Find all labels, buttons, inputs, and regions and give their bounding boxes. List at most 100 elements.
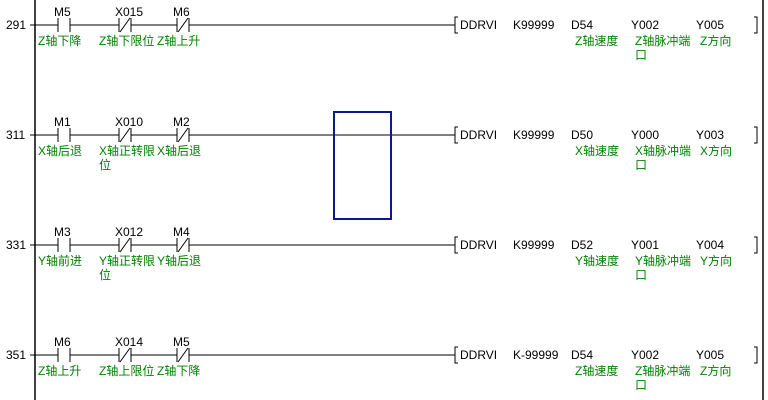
operand-comment: X轴脉冲端 — [635, 143, 691, 158]
contact-device: X010 — [115, 115, 143, 129]
contact-slash — [119, 17, 131, 33]
step-number: 291 — [6, 18, 26, 32]
instruction-operand: Y001 — [631, 238, 659, 252]
contact-device: M2 — [173, 115, 190, 129]
contact-slash — [177, 347, 189, 363]
instruction-operand: D54 — [571, 348, 593, 362]
operand-comment: 口 — [635, 378, 647, 392]
contact-device: M1 — [54, 115, 71, 129]
step-number: 311 — [6, 128, 25, 142]
contact-device: M6 — [173, 5, 190, 19]
contact-comment: X轴后退 — [38, 143, 82, 158]
contact-device: X015 — [115, 5, 143, 19]
contact-device: X014 — [115, 335, 143, 349]
operand-comment: Z轴速度 — [575, 33, 618, 48]
operand-comment: X方向 — [700, 143, 732, 158]
contact-device: M3 — [54, 225, 71, 239]
operand-comment: 口 — [635, 268, 647, 282]
instruction-operand: D52 — [571, 238, 593, 252]
instruction-operand: Y003 — [696, 128, 724, 142]
contact-comment: Z轴下降 — [157, 363, 200, 378]
contact-device: M5 — [54, 5, 71, 19]
instruction-operand: Y005 — [696, 348, 724, 362]
operand-comment: Y轴速度 — [575, 253, 619, 268]
instruction-mnemonic: DDRVI — [460, 128, 497, 142]
close-bracket — [754, 16, 758, 34]
contact-comment: Z轴下降 — [38, 33, 81, 48]
operand-comment: Z方向 — [700, 33, 731, 48]
operand-comment: Y轴脉冲端 — [635, 253, 691, 268]
contact-comment: Z轴上限位 — [99, 363, 154, 378]
instruction-operand: Y004 — [696, 238, 724, 252]
contact-comment: Y轴后退 — [157, 253, 201, 268]
instruction-operand: Y002 — [631, 348, 659, 362]
open-bracket — [454, 346, 458, 364]
contact-slash — [119, 347, 131, 363]
instruction-mnemonic: DDRVI — [460, 238, 497, 252]
close-bracket — [754, 346, 758, 364]
selection-cursor[interactable] — [333, 111, 392, 220]
operand-comment: X轴速度 — [575, 143, 619, 158]
operand-comment: Z方向 — [700, 363, 731, 378]
instruction-operand: Y000 — [631, 128, 659, 142]
contact-comment: Y轴前进 — [38, 253, 82, 268]
instruction-mnemonic: DDRVI — [460, 348, 497, 362]
open-bracket — [454, 236, 458, 254]
contact-comment: X轴后退 — [157, 143, 201, 158]
instruction-mnemonic: DDRVI — [460, 18, 497, 32]
contact-comment: Z轴上升 — [157, 33, 200, 48]
operand-comment: Z轴脉冲端 — [635, 363, 690, 378]
contact-comment: Y轴正转限 — [99, 253, 155, 268]
operand-comment: Z轴速度 — [575, 363, 618, 378]
contact-device: M6 — [54, 335, 71, 349]
operand-comment: 口 — [635, 158, 647, 172]
instruction-operand: D50 — [571, 128, 593, 142]
contact-comment: Z轴下限位 — [99, 33, 154, 48]
instruction-operand: K99999 — [513, 18, 555, 32]
instruction-operand: D54 — [571, 18, 593, 32]
contact-slash — [119, 127, 131, 143]
contact-slash — [177, 17, 189, 33]
contact-comment: Z轴上升 — [38, 363, 81, 378]
contact-comment: 位 — [99, 267, 111, 282]
operand-comment: 口 — [635, 48, 647, 62]
operand-comment: Z轴脉冲端 — [635, 33, 690, 48]
instruction-operand: K99999 — [513, 128, 555, 142]
contact-device: M5 — [173, 335, 190, 349]
contact-slash — [177, 237, 189, 253]
contact-device: M4 — [173, 225, 190, 239]
contact-device: X012 — [115, 225, 143, 239]
instruction-operand: K-99999 — [513, 348, 559, 362]
close-bracket — [754, 126, 758, 144]
instruction-operand: Y005 — [696, 18, 724, 32]
contact-comment: X轴正转限 — [99, 143, 155, 158]
open-bracket — [454, 126, 458, 144]
instruction-operand: K99999 — [513, 238, 555, 252]
operand-comment: Y方向 — [700, 253, 732, 268]
close-bracket — [754, 236, 758, 254]
contact-slash — [177, 127, 189, 143]
contact-comment: 位 — [99, 157, 111, 172]
